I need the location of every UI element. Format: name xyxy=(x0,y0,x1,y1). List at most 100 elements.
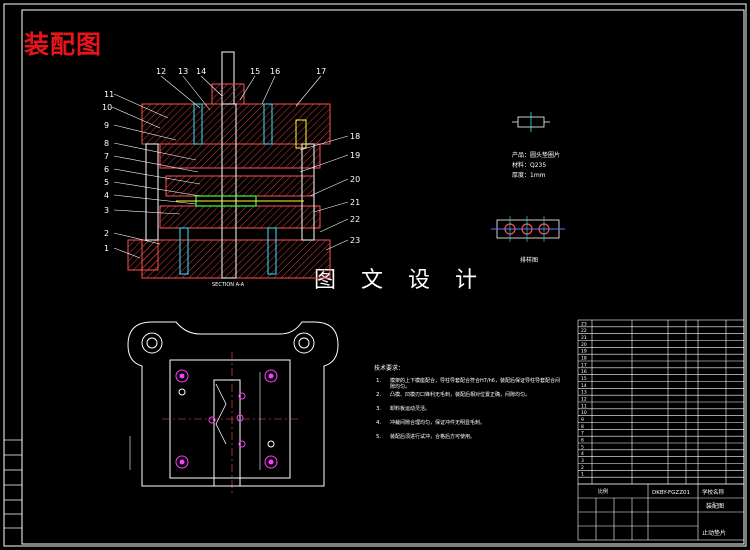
tech-requirements: 技术要求： 1.模架的上下模座配合，导柱导套配合符合H7/h6，装配后保证导柱导… xyxy=(374,364,560,440)
part-number-18: 18 xyxy=(350,132,360,141)
parts-list-row-number: 18 xyxy=(581,356,587,362)
part-number-22: 22 xyxy=(350,215,360,224)
parts-list-row-number: 3 xyxy=(581,458,584,464)
part-number-23: 23 xyxy=(350,236,360,245)
leader-line-19 xyxy=(299,154,349,173)
layout-label: 排样图 xyxy=(520,256,538,264)
part-number-12: 12 xyxy=(156,67,166,76)
tech-item-text-cont: 隙均匀。 xyxy=(390,383,410,390)
leader-line-13 xyxy=(182,75,211,111)
center-punch xyxy=(221,103,237,279)
leader-line-18 xyxy=(299,135,349,151)
guide-hole-right xyxy=(293,332,315,354)
outer-border xyxy=(3,3,747,547)
title-block xyxy=(577,483,745,541)
section-label: SECTION A-A xyxy=(212,282,245,288)
shank-collar xyxy=(211,83,245,105)
leader-line-20 xyxy=(309,178,349,197)
product-sketch xyxy=(512,112,550,132)
bolt-top-left xyxy=(193,103,203,145)
tech-item-num: 5. xyxy=(376,434,381,440)
parts-list-row-number: 17 xyxy=(581,362,587,368)
leader-line-15 xyxy=(239,75,256,101)
part-number-13: 13 xyxy=(178,67,188,76)
stripper-plate xyxy=(165,175,315,197)
parts-list-row-number: 10 xyxy=(581,410,587,416)
part-number-8: 8 xyxy=(104,139,109,148)
left-pedestal xyxy=(127,239,159,271)
parts-list-row-number: 1 xyxy=(581,472,584,478)
leader-line-12 xyxy=(160,75,201,109)
part-number-7: 7 xyxy=(104,152,109,161)
guide-post-left xyxy=(145,143,159,241)
punch-plate xyxy=(159,143,321,169)
leader-line-4 xyxy=(113,194,197,205)
side-info-block xyxy=(3,439,23,529)
leader-line-23 xyxy=(325,239,349,251)
material-label: 材料：Q235 xyxy=(512,161,546,169)
tech-item-num: 4. xyxy=(376,420,381,426)
screw-hole-tl xyxy=(175,369,189,383)
parts-list-row-number: 11 xyxy=(581,403,587,409)
leader-line-17 xyxy=(295,75,322,107)
drawing-title: 装配图 xyxy=(24,30,103,59)
inner-border xyxy=(21,9,745,545)
parts-list-row-number: 2 xyxy=(581,465,584,471)
parts-list-row-number: 15 xyxy=(581,376,587,382)
parts-list xyxy=(577,319,745,485)
parts-list-row-number: 23 xyxy=(581,321,587,327)
part-number-6: 6 xyxy=(104,165,109,174)
school-label: 学校名称 xyxy=(702,488,725,496)
part-number-20: 20 xyxy=(350,175,360,184)
spring-right xyxy=(295,119,307,149)
bolt-right xyxy=(267,227,277,275)
tech-item-num: 1. xyxy=(376,378,381,384)
strip-layout xyxy=(491,216,565,242)
parts-list-row-number: 14 xyxy=(581,383,587,389)
part-number-14: 14 xyxy=(196,67,206,76)
plan-view xyxy=(127,321,339,496)
parts-list-row-number: 21 xyxy=(581,335,587,341)
tech-item-text: 凸模、凹模刃口锋利无毛刺，装配后相对位置正确，间隙均匀。 xyxy=(390,391,530,398)
parts-list-row-number: 19 xyxy=(581,349,587,355)
drawing-code: DKBY-FGZZ01 xyxy=(652,490,690,496)
part-name: 止动垫片 xyxy=(702,529,726,537)
part-number-4: 4 xyxy=(104,191,109,200)
leader-line-11 xyxy=(113,93,169,119)
part-number-5: 5 xyxy=(104,178,109,187)
tech-heading: 技术要求： xyxy=(374,364,404,372)
parts-list-row-number: 7 xyxy=(581,431,584,437)
part-number-21: 21 xyxy=(350,198,360,207)
leader-line-10 xyxy=(111,106,161,129)
part-number-2: 2 xyxy=(104,229,109,238)
parts-list-row-number: 4 xyxy=(581,451,584,457)
parts-list-row-number: 16 xyxy=(581,369,587,375)
leader-line-3 xyxy=(113,209,181,215)
tech-item-text: 冲裁间隙合理均匀，保证冲件无明显毛刺。 xyxy=(390,419,485,426)
scale-label: 比例 xyxy=(598,488,608,495)
leader-line-6 xyxy=(113,168,201,185)
screw-hole-br xyxy=(264,455,278,469)
parts-list-row-number: 22 xyxy=(581,328,587,334)
parts-list-row-number: 8 xyxy=(581,424,584,430)
tech-item-text: 卸料板运动灵活。 xyxy=(390,405,430,412)
tech-item-num: 2. xyxy=(376,392,381,398)
leader-line-9 xyxy=(113,124,177,141)
part-number-1: 1 xyxy=(104,244,109,253)
die-plate xyxy=(159,205,321,229)
part-number-10: 10 xyxy=(102,103,112,112)
parts-list-row-number: 6 xyxy=(581,438,584,444)
parts-list-row-number: 12 xyxy=(581,397,587,403)
watermark-text: 图 文 设 计 xyxy=(314,268,486,293)
parts-list-row-number: 20 xyxy=(581,342,587,348)
guide-post-right xyxy=(301,143,315,241)
part-number-11: 11 xyxy=(104,90,114,99)
part-number-17: 17 xyxy=(316,67,326,76)
leader-line-22 xyxy=(319,218,349,233)
part-number-16: 16 xyxy=(270,67,280,76)
parts-list-row-number: 13 xyxy=(581,390,587,396)
